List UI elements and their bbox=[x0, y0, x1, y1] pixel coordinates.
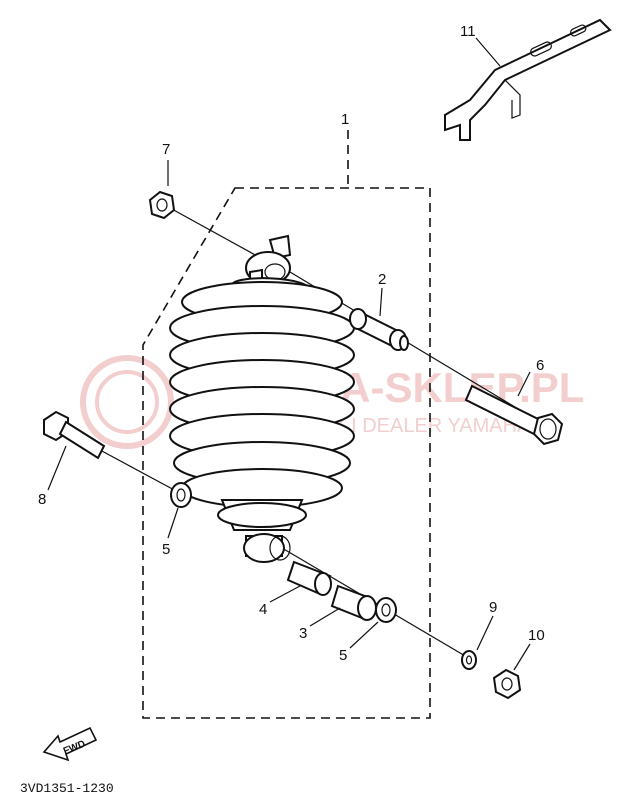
label-part-10: 10 bbox=[528, 627, 545, 644]
bushing-part-3 bbox=[330, 584, 377, 621]
washer-part-9 bbox=[461, 650, 477, 670]
collar-part-4 bbox=[286, 560, 332, 596]
nut-part-10 bbox=[492, 668, 522, 700]
label-part-4: 4 bbox=[259, 601, 267, 618]
axis-line-top-left bbox=[169, 207, 269, 263]
label-part-5-left: 5 bbox=[162, 541, 170, 558]
label-part-11: 11 bbox=[460, 23, 476, 40]
label-part-2: 2 bbox=[378, 271, 386, 288]
label-part-6: 6 bbox=[536, 357, 544, 374]
assembly-boundary bbox=[142, 187, 431, 719]
fwd-arrow-icon: FWD bbox=[42, 726, 98, 762]
bolt-part-6 bbox=[464, 384, 564, 446]
nut-part-7 bbox=[148, 190, 176, 220]
shock-absorber-part-1 bbox=[169, 234, 355, 563]
label-part-9: 9 bbox=[489, 599, 497, 616]
bracket-part-11 bbox=[444, 18, 612, 141]
diagram-code: 3VD1351-1230 bbox=[20, 781, 114, 796]
label-part-7: 7 bbox=[162, 141, 170, 158]
label-part-8: 8 bbox=[38, 491, 46, 508]
label-part-3: 3 bbox=[299, 625, 307, 642]
label-part-5-right: 5 bbox=[339, 647, 347, 664]
bolt-part-8 bbox=[43, 410, 106, 460]
leader-lines bbox=[47, 37, 531, 671]
axis-line-bottom-left bbox=[99, 449, 179, 493]
watermark-logo bbox=[80, 355, 174, 449]
collar-part-2 bbox=[349, 308, 409, 351]
label-part-1: 1 bbox=[341, 111, 349, 128]
washer-part-5-left bbox=[170, 482, 192, 508]
washer-part-5-right bbox=[375, 597, 397, 623]
